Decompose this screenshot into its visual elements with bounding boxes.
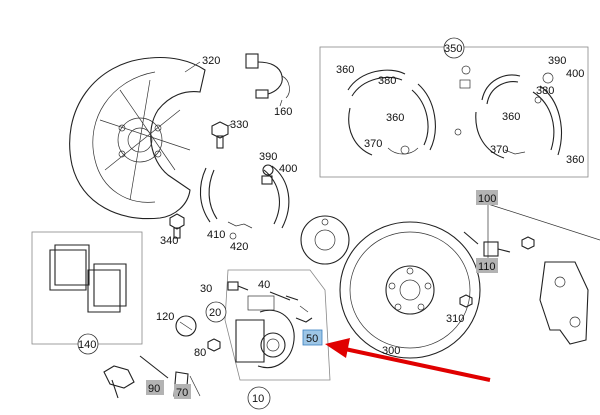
callout-410[interactable]: 410: [207, 229, 225, 241]
pad-retaining-spring-50[interactable]: [295, 305, 313, 323]
callout-360-c[interactable]: 360: [502, 111, 520, 123]
parking-brake-shoe-set-lower[interactable]: [199, 164, 290, 240]
callout-140[interactable]: 140: [78, 339, 96, 351]
nut-80[interactable]: [207, 338, 221, 352]
brake-shoe-right-pair[interactable]: [475, 72, 562, 159]
callout-310[interactable]: 310: [446, 313, 464, 325]
callout-100[interactable]: 100: [478, 193, 496, 205]
bolt-330[interactable]: [211, 121, 229, 149]
wear-sensor[interactable]: [245, 53, 290, 99]
callout-70[interactable]: 70: [176, 387, 188, 399]
callout-330[interactable]: 330: [230, 119, 248, 131]
callout-400-lower[interactable]: 400: [279, 163, 297, 175]
brake-pad-set[interactable]: [49, 244, 127, 313]
callout-380-b[interactable]: 380: [536, 85, 554, 97]
brake-disc[interactable]: [339, 221, 481, 359]
callout-80[interactable]: 80: [194, 347, 206, 359]
brake-caliper[interactable]: [235, 295, 295, 368]
guide-pin-kit[interactable]: [463, 231, 535, 257]
brake-shoe-left-pair[interactable]: [347, 65, 471, 156]
callout-370-b[interactable]: 370: [490, 144, 508, 156]
callout-10[interactable]: 10: [252, 393, 264, 405]
callout-380-a[interactable]: 380: [378, 75, 396, 87]
callout-160[interactable]: 160: [274, 106, 292, 118]
callout-90[interactable]: 90: [148, 383, 160, 395]
callout-390-lower[interactable]: 390: [259, 151, 277, 163]
callout-30[interactable]: 30: [200, 283, 212, 295]
dust-shield[interactable]: [69, 56, 206, 220]
spring-120[interactable]: [175, 315, 197, 337]
callout-350[interactable]: 350: [444, 43, 462, 55]
bolt-310[interactable]: [459, 294, 473, 308]
callout-420[interactable]: 420: [230, 241, 248, 253]
callout-300[interactable]: 300: [382, 345, 400, 357]
bolt-30[interactable]: [227, 281, 249, 291]
wheel-hub[interactable]: [300, 215, 350, 265]
callout-360-d[interactable]: 360: [566, 154, 584, 166]
pin-40[interactable]: [269, 291, 299, 301]
callout-340[interactable]: 340: [160, 235, 178, 247]
callout-40[interactable]: 40: [258, 279, 270, 291]
callout-360-b[interactable]: 360: [386, 112, 404, 124]
bolt-340[interactable]: [169, 213, 185, 239]
callout-370-a[interactable]: 370: [364, 138, 382, 150]
callout-400-upper[interactable]: 400: [566, 68, 584, 80]
pointer-arrow: [325, 338, 491, 382]
callout-50[interactable]: 50: [306, 333, 318, 345]
callout-390-upper[interactable]: 390: [548, 55, 566, 67]
callout-20[interactable]: 20: [209, 307, 221, 319]
callout-120[interactable]: 120: [156, 311, 174, 323]
callout-360-a[interactable]: 360: [336, 64, 354, 76]
caliper-carrier[interactable]: [539, 261, 589, 345]
callout-320[interactable]: 320: [202, 55, 220, 67]
caliper-box: [224, 269, 331, 381]
callout-110[interactable]: 110: [478, 261, 496, 273]
